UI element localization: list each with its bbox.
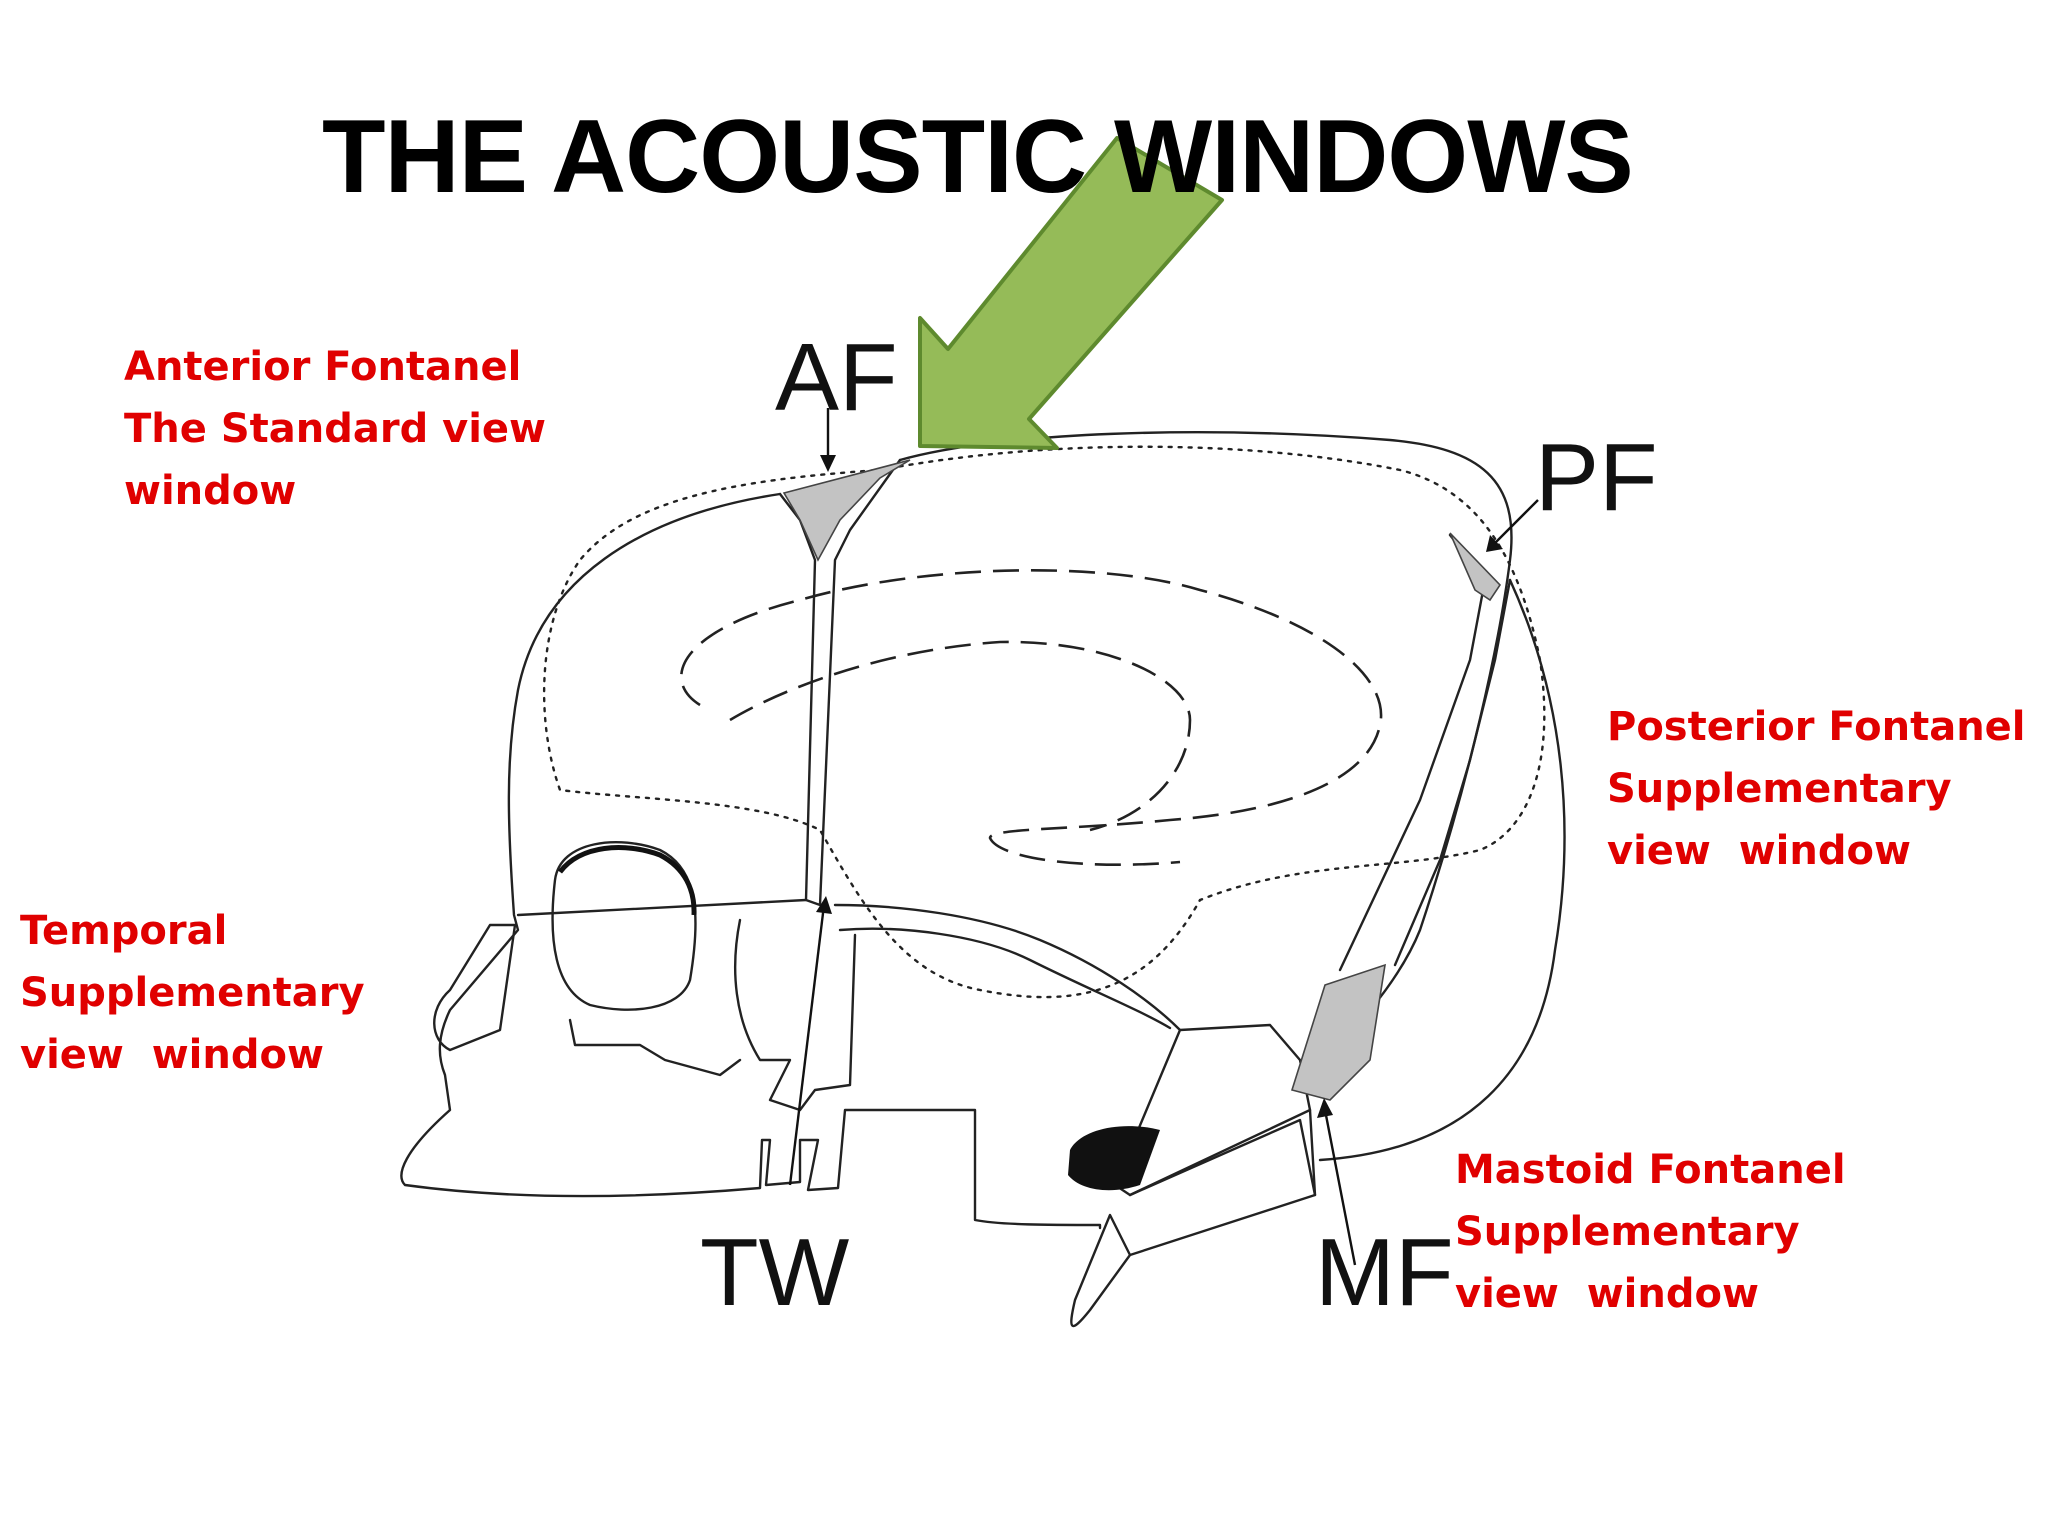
note-line: Mastoid Fontanel (1455, 1147, 1846, 1193)
squamosal-suture (516, 898, 1182, 1032)
lambdoid-suture (1338, 533, 1487, 972)
tw-pointer (788, 896, 832, 1186)
coronal-suture (778, 458, 902, 907)
note-line: view window (1607, 828, 1911, 874)
note-line: window (124, 468, 297, 514)
note-line: Anterior Fontanel (124, 344, 522, 390)
note-line: Temporal (20, 908, 228, 954)
skull-outline (400, 492, 1102, 1230)
note-line: Supplementary (20, 970, 365, 1016)
note-line: view window (1455, 1271, 1759, 1317)
skull-vault (898, 431, 1513, 1082)
note-line: Supplementary (1607, 766, 1952, 812)
mf-label: MF (1315, 1219, 1454, 1326)
mastoid-suture (1128, 1118, 1317, 1197)
brain-outline-dotted (542, 445, 1546, 999)
slide-title: THE ACOUSTIC WINDOWS (322, 99, 1634, 215)
temporal-window-note: Temporal Supplementary view window (20, 900, 365, 1086)
orbit-rim (557, 845, 697, 916)
mastoid-fontanel-shape (1290, 963, 1386, 1101)
lateral-ventricle-dashed (729, 640, 1192, 832)
lambdoid-suture-inner (1393, 578, 1512, 967)
anterior-fontanel-shape (782, 459, 911, 562)
sphenoid-outline (733, 918, 857, 1112)
zygomatic-arch (568, 1018, 742, 1077)
pf-label: PF (1535, 424, 1658, 531)
posterior-fontanel-note: Posterior Fontanel Supplementary view wi… (1607, 696, 2026, 882)
note-line: The Standard view (124, 406, 546, 452)
af-pointer (820, 408, 836, 472)
mastoid-fontanel-note: Mastoid Fontanel Supplementary view wind… (1455, 1139, 1846, 1325)
nasal-bone (433, 923, 517, 1052)
tw-label: TW (700, 1219, 850, 1326)
af-label: AF (775, 324, 898, 431)
green-arrow (918, 136, 1224, 450)
note-line: Posterior Fontanel (1607, 704, 2026, 750)
anterior-fontanel-note: Anterior Fontanel The Standard view wind… (124, 336, 546, 522)
note-line: view window (20, 1032, 324, 1078)
occipital-condyle (1068, 1126, 1160, 1191)
corpus-callosum-dashed (680, 569, 1383, 866)
pf-pointer (1486, 499, 1539, 552)
note-line: Supplementary (1455, 1209, 1800, 1255)
mf-pointer (1317, 1098, 1357, 1266)
posterior-fontanel-shape (1449, 532, 1502, 602)
orbit (551, 841, 697, 1011)
occipital-outline (1318, 578, 1566, 1162)
